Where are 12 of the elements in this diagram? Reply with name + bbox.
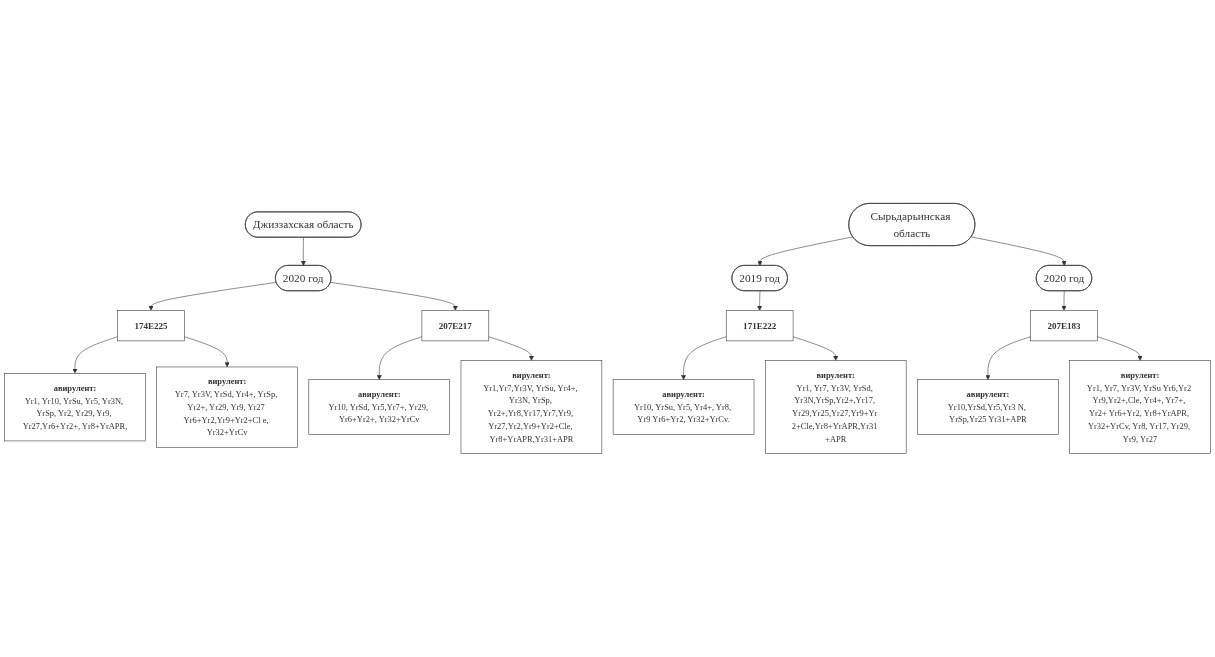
- node-box: авирулент: Yr10,YrSd,Yr5,Yr3 N, YrSp,Yr25 Yr31+APR: [917, 379, 1059, 435]
- node-box: вирулент: Yr7, Yr3V, YrSd, Yr4+, YrSp, Yr2+, Yr29, Yr9, Yr27 Yr6+Yr2,Yr9+Yr2+Cl e, Yr32+YrCv: [156, 366, 298, 448]
- node-box: вирулент: Yr1,Yr7,Yr3V, YrSu, Yr4+, Yr3N, YrSp, Yr2+,Yr8,Yr17,Yr7,Yr9, Yr27,Yr2,Yr9+Yr2+Cle, Yr8+YrAPR,Yr31+APR: [460, 360, 603, 454]
- node-box: авирулент: Yr1, Yr10, YrSu, Yr5, Yr3N, YrSp, Yr2, Yr29, Yr9, Yr27,Yr6+Yr2+, Yr8+YrAPR,: [4, 373, 146, 442]
- node-box: 207E217: [421, 310, 490, 342]
- node-box: вирулент: Yr1, Yr7, Yr3V, YrSd, Yr3N,YrSp,Yr2+,Yr17, Yr29,Yr25,Yr27,Yr9+Yr 2+Cle,Yr8+YrAPR,Yr31 +APR: [765, 360, 907, 454]
- node-box: авирулент: Yr10, YrSu, Yr5, Yr4+, Yr8, Yr9 Yr6+Yr2, Yr32+YrCv.: [612, 379, 755, 435]
- node-box: 174E225: [117, 310, 185, 342]
- node-box: 171E222: [725, 310, 794, 342]
- node-box: вирулент: Yr1, Yr7, Yr3V, YrSu Yr6,Yr2 Yr9,Yr2+,Cle, Yr4+, Yr7+, Yr2+ Yr6+Yr2, Yr8+YrAPR, Yr32+YrCv, Yr8, Yr17, Yr29, Yr9, Yr27: [1069, 360, 1211, 454]
- node-box: 207E183: [1030, 310, 1098, 342]
- node-box: авирулент: Yr10, YrSd, Yr5,Yr7+, Yr29, Yr6+Yr2+, Yr32+YrCv: [308, 379, 450, 435]
